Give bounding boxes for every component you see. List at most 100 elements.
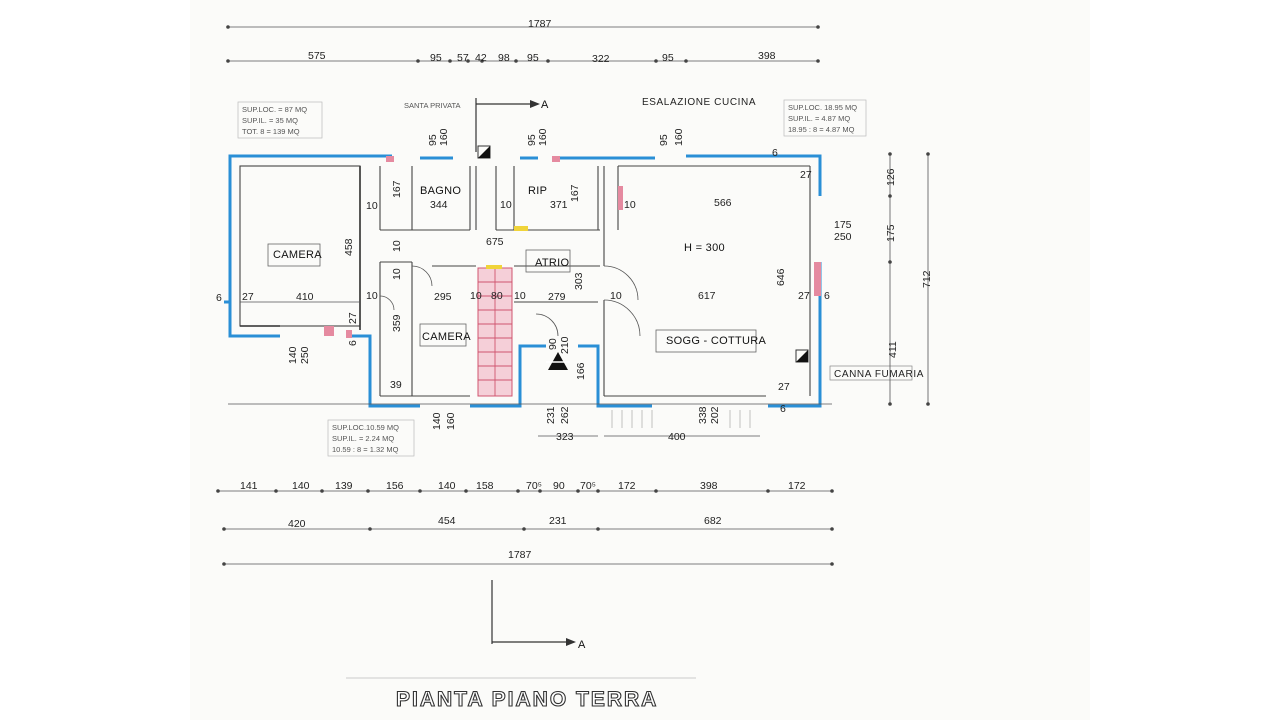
door-swings	[379, 265, 641, 337]
svg-text:160: 160	[438, 128, 450, 146]
svg-text:231: 231	[545, 406, 557, 424]
drawing-title-block: PIANTA PIANO TERRA	[346, 677, 696, 712]
svg-text:231: 231	[549, 515, 567, 527]
svg-text:140: 140	[287, 346, 299, 364]
room-bagno: BAGNO	[420, 185, 461, 197]
area-note-top-left: SUP.LOC. = 87 MQ SUP.IL. = 35 MQ TOT. 8 …	[237, 101, 323, 139]
svg-text:6: 6	[780, 403, 786, 415]
section-letter-bottom: A	[578, 639, 586, 651]
svg-text:27: 27	[778, 381, 790, 393]
dim-top-98: 98	[498, 52, 510, 64]
paper-sheet	[190, 0, 1090, 720]
svg-text:6: 6	[216, 292, 222, 304]
svg-text:SUP.IL. = 4.87 MQ: SUP.IL. = 4.87 MQ	[788, 114, 850, 123]
svg-text:SUP.LOC. = 87 MQ: SUP.LOC. = 87 MQ	[242, 105, 307, 114]
svg-text:202: 202	[709, 406, 721, 424]
room-soggiorno: SOGG - COTTURA	[666, 335, 767, 347]
window-dims-top: 95 160 95 160 95 160	[427, 128, 685, 146]
entrance-arrow-icon	[546, 352, 570, 370]
room-labels: CAMERA BAGNO RIP ATRIO CAMERA SOGG - COT…	[273, 185, 767, 347]
svg-text:10: 10	[391, 240, 403, 252]
svg-text:1787: 1787	[508, 549, 532, 561]
svg-text:140: 140	[431, 412, 443, 430]
svg-text:95: 95	[526, 134, 538, 146]
svg-text:70⁵: 70⁵	[526, 480, 542, 492]
svg-text:250: 250	[834, 231, 852, 243]
svg-text:10.59 : 8 = 1.32 MQ: 10.59 : 8 = 1.32 MQ	[332, 445, 399, 454]
svg-text:TOT. 8 = 139 MQ: TOT. 8 = 139 MQ	[242, 127, 300, 136]
svg-text:303: 303	[573, 272, 585, 290]
svg-text:175: 175	[885, 224, 897, 242]
svg-text:95: 95	[658, 134, 670, 146]
svg-text:140: 140	[292, 480, 310, 492]
svg-text:454: 454	[438, 515, 456, 527]
svg-text:140: 140	[438, 480, 456, 492]
bottom-dimension-lines: 141 140 139 156 140 158 70⁵ 90 70⁵ 172 3…	[216, 480, 834, 566]
svg-text:80: 80	[491, 290, 503, 302]
svg-text:10: 10	[470, 290, 482, 302]
dim-top-398: 398	[758, 50, 776, 62]
svg-text:262: 262	[559, 406, 571, 424]
vent-marker-icon	[477, 145, 491, 159]
staircase	[477, 267, 513, 397]
section-letter-top: A	[541, 99, 549, 111]
svg-text:70⁵: 70⁵	[580, 480, 596, 492]
svg-text:160: 160	[445, 412, 457, 430]
svg-text:27: 27	[347, 312, 359, 324]
svg-text:141: 141	[240, 480, 258, 492]
svg-text:167: 167	[569, 184, 581, 202]
room-camera-left: CAMERA	[273, 249, 322, 261]
room-atrio: ATRIO	[535, 257, 569, 269]
svg-text:712: 712	[921, 270, 933, 288]
lower-dimensions: 140 250 140 160 231 262 323 400 338 202	[228, 346, 832, 443]
svg-text:SUP.IL. = 35 MQ: SUP.IL. = 35 MQ	[242, 116, 298, 125]
svg-text:6: 6	[772, 147, 778, 159]
svg-text:675: 675	[486, 236, 504, 248]
svg-text:250: 250	[299, 346, 311, 364]
highlight-accents	[324, 156, 821, 338]
svg-text:95: 95	[427, 134, 439, 146]
room-rip: RIP	[528, 185, 547, 197]
svg-text:CANNA FUMARIA: CANNA FUMARIA	[834, 369, 924, 380]
svg-text:344: 344	[430, 199, 448, 211]
svg-text:10: 10	[610, 290, 622, 302]
svg-text:166: 166	[575, 362, 587, 380]
svg-text:139: 139	[335, 480, 353, 492]
dim-top-42: 42	[475, 52, 487, 64]
label-canna-fumaria: CANNA FUMARIA	[829, 365, 924, 381]
svg-text:SUP.LOC. 18.95 MQ: SUP.LOC. 18.95 MQ	[788, 103, 857, 112]
svg-text:338: 338	[697, 406, 709, 424]
svg-text:398: 398	[700, 480, 718, 492]
svg-text:39: 39	[390, 379, 402, 391]
section-marker-bottom: A	[491, 580, 586, 651]
area-note-top-right: SUP.LOC. 18.95 MQ SUP.IL. = 4.87 MQ 18.9…	[783, 99, 867, 137]
svg-text:18.95 : 8 = 4.87 MQ: 18.95 : 8 = 4.87 MQ	[788, 125, 855, 134]
height-note: H = 300	[684, 242, 725, 254]
svg-text:160: 160	[537, 128, 549, 146]
svg-text:160: 160	[673, 128, 685, 146]
svg-text:411: 411	[887, 341, 899, 358]
section-marker-top: A	[475, 98, 549, 152]
svg-text:126: 126	[885, 168, 897, 186]
svg-text:210: 210	[559, 336, 571, 354]
svg-text:10: 10	[514, 290, 526, 302]
svg-text:566: 566	[714, 197, 732, 209]
svg-text:682: 682	[704, 515, 722, 527]
svg-text:175: 175	[834, 219, 852, 231]
dim-top-322: 322	[592, 53, 610, 65]
walls	[239, 165, 811, 397]
svg-text:420: 420	[288, 518, 306, 530]
svg-text:90: 90	[547, 338, 559, 350]
svg-text:295: 295	[434, 291, 452, 303]
dim-top-575: 575	[308, 50, 326, 62]
svg-text:10: 10	[391, 268, 403, 280]
right-dimension-lines: 126 175 712 411	[885, 152, 933, 406]
svg-text:617: 617	[698, 290, 716, 302]
label-faded-top-left: SANTA PRIVATA	[404, 101, 461, 110]
exterior-walls	[224, 154, 822, 408]
svg-text:10: 10	[366, 290, 378, 302]
svg-text:410: 410	[296, 291, 314, 303]
svg-text:27: 27	[800, 169, 812, 181]
